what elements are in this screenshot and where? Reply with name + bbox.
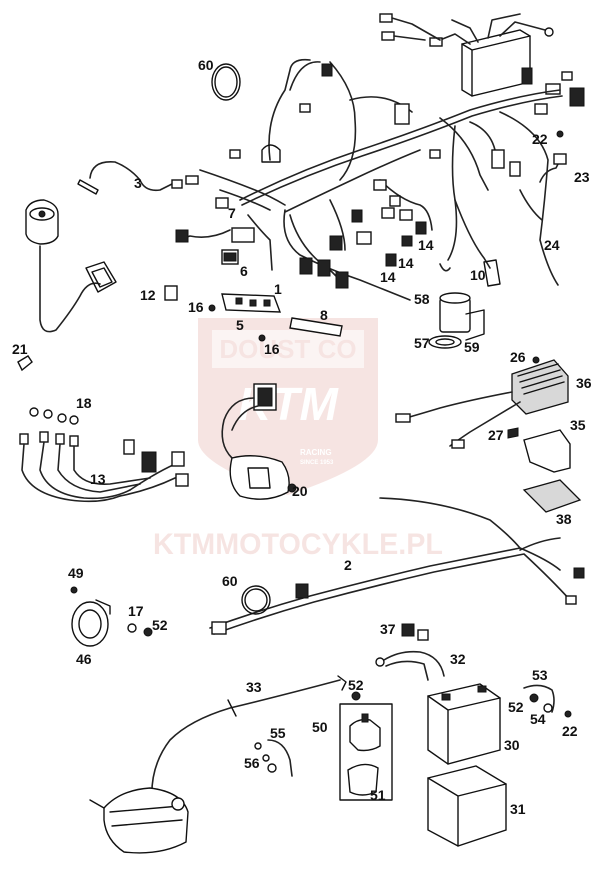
callout-60a: 60 (198, 57, 214, 73)
battery-cable-53 (523, 684, 572, 718)
callout-32: 32 (450, 651, 466, 667)
cable-tie-lower (241, 585, 271, 615)
callout-23: 23 (574, 169, 590, 185)
plug-wires-18 (19, 407, 189, 503)
nut-52-b (351, 691, 361, 701)
cdi-unit (379, 13, 554, 97)
callout-6: 6 (240, 263, 248, 279)
callout-36: 36 (576, 375, 592, 391)
callout-10: 10 (470, 267, 486, 283)
connectors-14 (385, 221, 427, 267)
callout-53: 53 (532, 667, 548, 683)
callout-58: 58 (414, 291, 430, 307)
watermark-badge-line2: SINCE 1953 (300, 460, 334, 466)
callout-46: 46 (76, 651, 92, 667)
callout-14a: 14 (418, 237, 434, 253)
watermark: DOUST CO KTM RACING SINCE 1953 KTMMOTOCY… (153, 318, 443, 561)
horn-46 (70, 586, 111, 647)
callout-3: 3 (134, 175, 142, 191)
nut-52-a (143, 627, 153, 637)
callout-31: 31 (510, 801, 526, 817)
callout-22b: 22 (562, 723, 578, 739)
cable-tie-top (211, 63, 241, 101)
sensor-10 (439, 199, 501, 287)
callout-49: 49 (68, 565, 84, 581)
callout-50: 50 (312, 719, 328, 735)
callout-2: 2 (344, 557, 352, 573)
battery-box-31 (427, 765, 507, 847)
screw-27 (507, 427, 519, 439)
cable-55 (254, 739, 293, 777)
callout-60b: 60 (222, 573, 238, 589)
callout-35: 35 (570, 417, 586, 433)
connector-cluster-top-right (521, 67, 585, 115)
watermark-badge (198, 318, 378, 495)
callout-37: 37 (380, 621, 396, 637)
screws-16 (208, 304, 266, 342)
callout-17: 17 (128, 603, 144, 619)
starter-cable-33 (145, 675, 347, 807)
callout-52a: 52 (152, 617, 168, 633)
cable-32 (375, 623, 445, 681)
callout-7: 7 (228, 205, 236, 221)
callout-1: 1 (274, 281, 282, 297)
watermark-badge-top: DOUST CO (219, 334, 356, 364)
callout-30: 30 (504, 737, 520, 753)
left-sensor-assembly (25, 199, 117, 333)
handlebar-switch-20 (221, 383, 297, 500)
callout-27: 27 (488, 427, 504, 443)
callout-57: 57 (414, 335, 430, 351)
watermark-badge-line1: RACING (300, 448, 332, 457)
callout-54: 54 (530, 711, 546, 727)
callout-52c: 52 (508, 699, 524, 715)
callout-14c: 14 (380, 269, 396, 285)
callout-20: 20 (292, 483, 308, 499)
relay-parts (164, 197, 255, 301)
washer-17 (127, 623, 137, 633)
harness-connectors (185, 63, 521, 289)
callout-8: 8 (320, 307, 328, 323)
callout-55: 55 (270, 725, 286, 741)
callout-12: 12 (140, 287, 156, 303)
callout-21: 21 (12, 341, 28, 357)
callout-33: 33 (246, 679, 262, 695)
bracket-35 (523, 429, 571, 473)
battery-30 (427, 683, 501, 765)
regulator-36 (395, 356, 569, 449)
watermark-site: KTMMOTOCYKLE.PL (153, 528, 443, 561)
callout-26: 26 (510, 349, 526, 365)
callout-52b: 52 (348, 677, 364, 693)
top-right-parts (519, 130, 567, 221)
starter-relay-50 (339, 703, 393, 801)
callout-16b: 16 (264, 341, 280, 357)
callout-18: 18 (76, 395, 92, 411)
callout-59: 59 (464, 339, 480, 355)
callout-38: 38 (556, 511, 572, 527)
callout-51: 51 (370, 787, 386, 803)
callout-13: 13 (90, 471, 106, 487)
callout-24: 24 (544, 237, 560, 253)
callout-5: 5 (236, 317, 244, 333)
callout-22a: 22 (532, 131, 548, 147)
callout-labels: 60 3 7 6 1 12 16 5 16 8 21 14 14 14 10 5… (12, 57, 592, 817)
callout-16a: 16 (188, 299, 204, 315)
callout-56: 56 (244, 755, 260, 771)
callout-14b: 14 (398, 255, 414, 271)
pad-38 (522, 479, 582, 513)
bracket-plate-5 (221, 293, 282, 313)
starter-motor (89, 787, 189, 854)
plug-21 (17, 355, 33, 372)
rod-8 (289, 317, 343, 337)
wiring-harness-2 (209, 497, 585, 635)
capacitor-58 (428, 292, 485, 349)
sensor-cable-3 (77, 161, 183, 195)
